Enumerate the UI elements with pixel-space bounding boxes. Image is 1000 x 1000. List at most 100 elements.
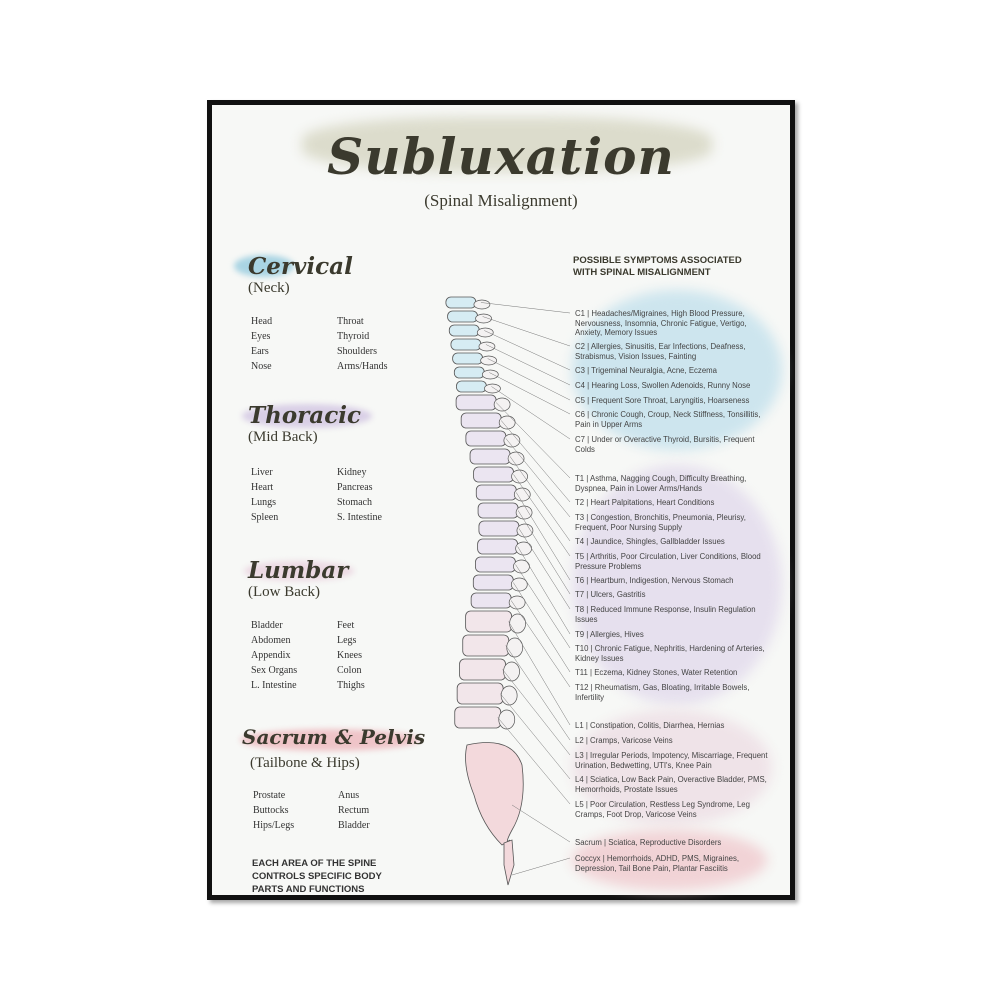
vertebra	[473, 466, 514, 483]
symptom-entry: L1 | Constipation, Colitis, Diarrhea, He…	[575, 721, 725, 730]
body-part-item: Ears	[251, 346, 269, 357]
cervical-swatch	[234, 255, 294, 277]
sacrum-bone	[465, 742, 524, 846]
leader-line	[510, 600, 571, 688]
symptom-entry: T4 | Jaundice, Shingles, Gallbladder Iss…	[575, 537, 725, 546]
title-brush	[302, 117, 712, 172]
symptom-entry: C4 | Hearing Loss, Swollen Adenoids, Run…	[575, 381, 751, 390]
symptom-entry: T8 | Reduced Immune Response, Insulin Re…	[575, 605, 756, 624]
vertebra-process	[475, 313, 492, 324]
symptom-entry: T2 | Heart Palpitations, Heart Condition…	[575, 498, 715, 507]
symptom-entry: T7 | Ulcers, Gastritis	[575, 590, 646, 599]
section-cervical: Cervical (Neck)	[234, 253, 353, 297]
body-part-item: Arms/Hands	[337, 361, 388, 372]
symptom-entry: C6 | Chronic Cough, Croup, Neck Stiffnes…	[575, 410, 761, 429]
section-title: Cervical	[248, 253, 353, 280]
leader-line	[489, 372, 571, 415]
vertebra-process	[493, 397, 511, 412]
leader-line	[497, 717, 571, 805]
symptom-entry: T10 | Chronic Fatigue, Nephritis, Harden…	[575, 644, 765, 663]
body-part-item: Thighs	[337, 680, 365, 691]
section-title: Lumbar	[248, 557, 349, 584]
vertebra-process	[498, 415, 516, 430]
leader-line	[517, 546, 571, 635]
section-subtitle: (Low Back)	[248, 584, 321, 600]
body-part-item: Liver	[251, 467, 273, 478]
vertebra-process	[503, 433, 521, 448]
lumbar-brush	[572, 710, 772, 825]
leader-line	[508, 621, 571, 726]
vertebra-process	[506, 637, 524, 658]
symptom-entry: L4 | Sciatica, Low Back Pain, Overactive…	[575, 775, 767, 794]
vertebra-process	[516, 523, 534, 538]
symptom-entry: Coccyx | Hemorrhoids, ADHD, PMS, Migrain…	[575, 854, 740, 873]
body-part-item: Spleen	[251, 512, 279, 523]
footer-note: EACH AREA OF THE SPINE CONTROLS SPECIFIC…	[252, 858, 382, 895]
leader-line	[495, 402, 571, 479]
symptom-entry: L2 | Cramps, Varicose Veins	[575, 736, 673, 745]
vertebra-process	[507, 451, 525, 466]
vertebra	[477, 502, 519, 519]
body-part-item: Hips/Legs	[253, 820, 295, 831]
body-part-item: S. Intestine	[337, 512, 382, 523]
vertebra	[469, 448, 511, 465]
body-part-item: Thyroid	[337, 331, 370, 342]
leader-line	[517, 510, 571, 595]
vertebra	[447, 310, 478, 323]
vertebra-process	[515, 541, 532, 556]
vertebra	[462, 634, 510, 657]
vertebra	[445, 296, 477, 309]
section-thoracic: Thoracic (Mid Back)	[242, 402, 372, 446]
leader-line	[518, 528, 571, 610]
section-subtitle: (Mid Back)	[248, 429, 318, 445]
leader-line	[515, 564, 571, 649]
vertebra	[475, 484, 517, 501]
vertebra-process	[509, 613, 526, 634]
spine-illustration	[445, 296, 571, 886]
body-part-item: Pancreas	[337, 482, 373, 493]
leader-line	[485, 344, 571, 386]
body-part-item: Knees	[337, 650, 362, 661]
vertebra	[454, 706, 502, 729]
leader-line	[500, 420, 571, 503]
sacrum-brush	[572, 830, 767, 890]
vertebra-process	[515, 505, 533, 520]
body-part-item: Abdomen	[251, 635, 291, 646]
lumbar-swatch	[244, 561, 354, 581]
thoracic-brush	[572, 465, 782, 705]
vertebra	[455, 394, 497, 411]
poster: Subluxation (Spinal Misalignment) Cervic…	[207, 100, 795, 900]
leader-line	[499, 693, 571, 780]
body-part-item: Heart	[251, 482, 274, 493]
leader-line	[502, 669, 571, 756]
body-part-item: Buttocks	[253, 805, 289, 816]
section-title: Thoracic	[248, 402, 361, 429]
vertebra	[459, 658, 506, 681]
symptom-entry: T9 | Allergies, Hives	[575, 630, 644, 639]
body-part-item: Bladder	[251, 620, 283, 631]
leader-line	[482, 316, 571, 347]
page-subtitle: (Spinal Misalignment)	[424, 191, 578, 210]
body-part-item: Feet	[337, 620, 355, 631]
section-sacrum: Sacrum & Pelvis (Tailbone & Hips)	[240, 725, 425, 772]
leader-line	[505, 438, 571, 518]
body-part-item: Rectum	[338, 805, 370, 816]
leader-line	[513, 474, 571, 557]
symptom-entry: T5 | Arthritis, Poor Circulation, Liver …	[575, 552, 761, 571]
vertebra-process	[508, 595, 526, 610]
vertebra-process	[510, 577, 528, 592]
symptom-entry: C3 | Trigeminal Neuralgia, Acne, Eczema	[575, 366, 717, 375]
vertebra	[465, 430, 507, 447]
leader-line	[509, 456, 571, 542]
section-lumbar: Lumbar (Low Back)	[244, 557, 354, 601]
vertebra	[478, 520, 520, 537]
leader-line	[487, 358, 571, 401]
body-part-item: Shoulders	[337, 346, 377, 357]
symptom-entry: C2 | Allergies, Sinusitis, Ear Infection…	[575, 342, 746, 361]
leader-line	[516, 492, 571, 581]
leader-line	[491, 386, 571, 440]
vertebra-process	[484, 383, 501, 394]
body-part-item: Lungs	[251, 497, 276, 508]
coccyx-bone	[503, 839, 515, 886]
symptoms-heading: POSSIBLE SYMPTOMS ASSOCIATED WITH SPINAL…	[573, 255, 742, 278]
